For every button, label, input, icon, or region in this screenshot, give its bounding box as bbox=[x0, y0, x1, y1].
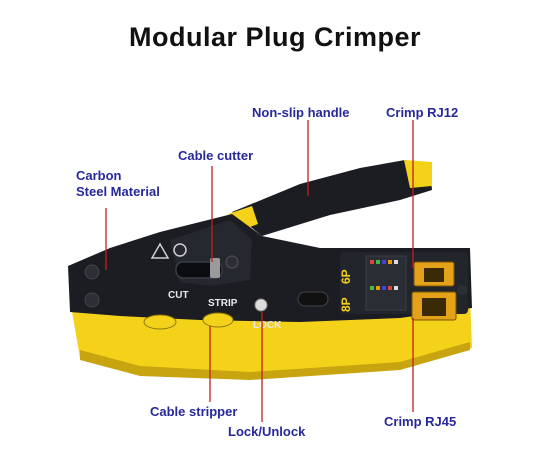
callout-carbon-steel-line1: Carbon bbox=[76, 168, 122, 183]
lock-marking: LOCK bbox=[253, 320, 282, 331]
rivet-icon bbox=[225, 255, 239, 269]
rivet-icon bbox=[84, 264, 100, 280]
rj12-port-inner bbox=[424, 268, 444, 282]
port-8p-marking: 8P bbox=[339, 297, 353, 312]
strip-slot-right bbox=[202, 312, 234, 328]
leader-lines bbox=[105, 120, 414, 422]
tool-body-shading bbox=[80, 342, 470, 380]
callout-crimp-rj12: Crimp RJ12 bbox=[386, 105, 459, 120]
page-title: Modular Plug Crimper bbox=[128, 22, 422, 52]
non-slip-handle bbox=[232, 160, 432, 236]
strip-marking: STRIP bbox=[208, 298, 238, 309]
hazard-icon bbox=[173, 243, 187, 257]
lock-button bbox=[254, 298, 268, 312]
cut-marking: CUT bbox=[168, 290, 189, 301]
slide-switch bbox=[297, 291, 329, 307]
callout-cable-stripper: Cable stripper bbox=[150, 404, 238, 419]
callout-carbon-steel: Carbon Steel Material bbox=[76, 168, 160, 200]
callout-crimp-rj45: Crimp RJ45 bbox=[384, 414, 457, 429]
strip-slot-left bbox=[143, 314, 177, 330]
rj45-port-inner bbox=[422, 298, 446, 316]
rivet-icon bbox=[457, 285, 467, 295]
handle-upper-grip-stripe bbox=[404, 160, 432, 188]
warning-icon bbox=[150, 242, 170, 259]
callout-carbon-steel-line2: Steel Material bbox=[76, 184, 160, 199]
pin-guide-dots bbox=[370, 260, 398, 290]
rivet-icon bbox=[84, 292, 100, 308]
callout-cable-cutter: Cable cutter bbox=[178, 148, 254, 163]
callout-non-slip-handle: Non-slip handle bbox=[252, 105, 350, 120]
port-6p-marking: 6P bbox=[339, 269, 353, 284]
pin-guide bbox=[365, 255, 407, 311]
cutter-blade bbox=[210, 258, 220, 278]
callout-lock-unlock: Lock/Unlock bbox=[228, 424, 306, 439]
